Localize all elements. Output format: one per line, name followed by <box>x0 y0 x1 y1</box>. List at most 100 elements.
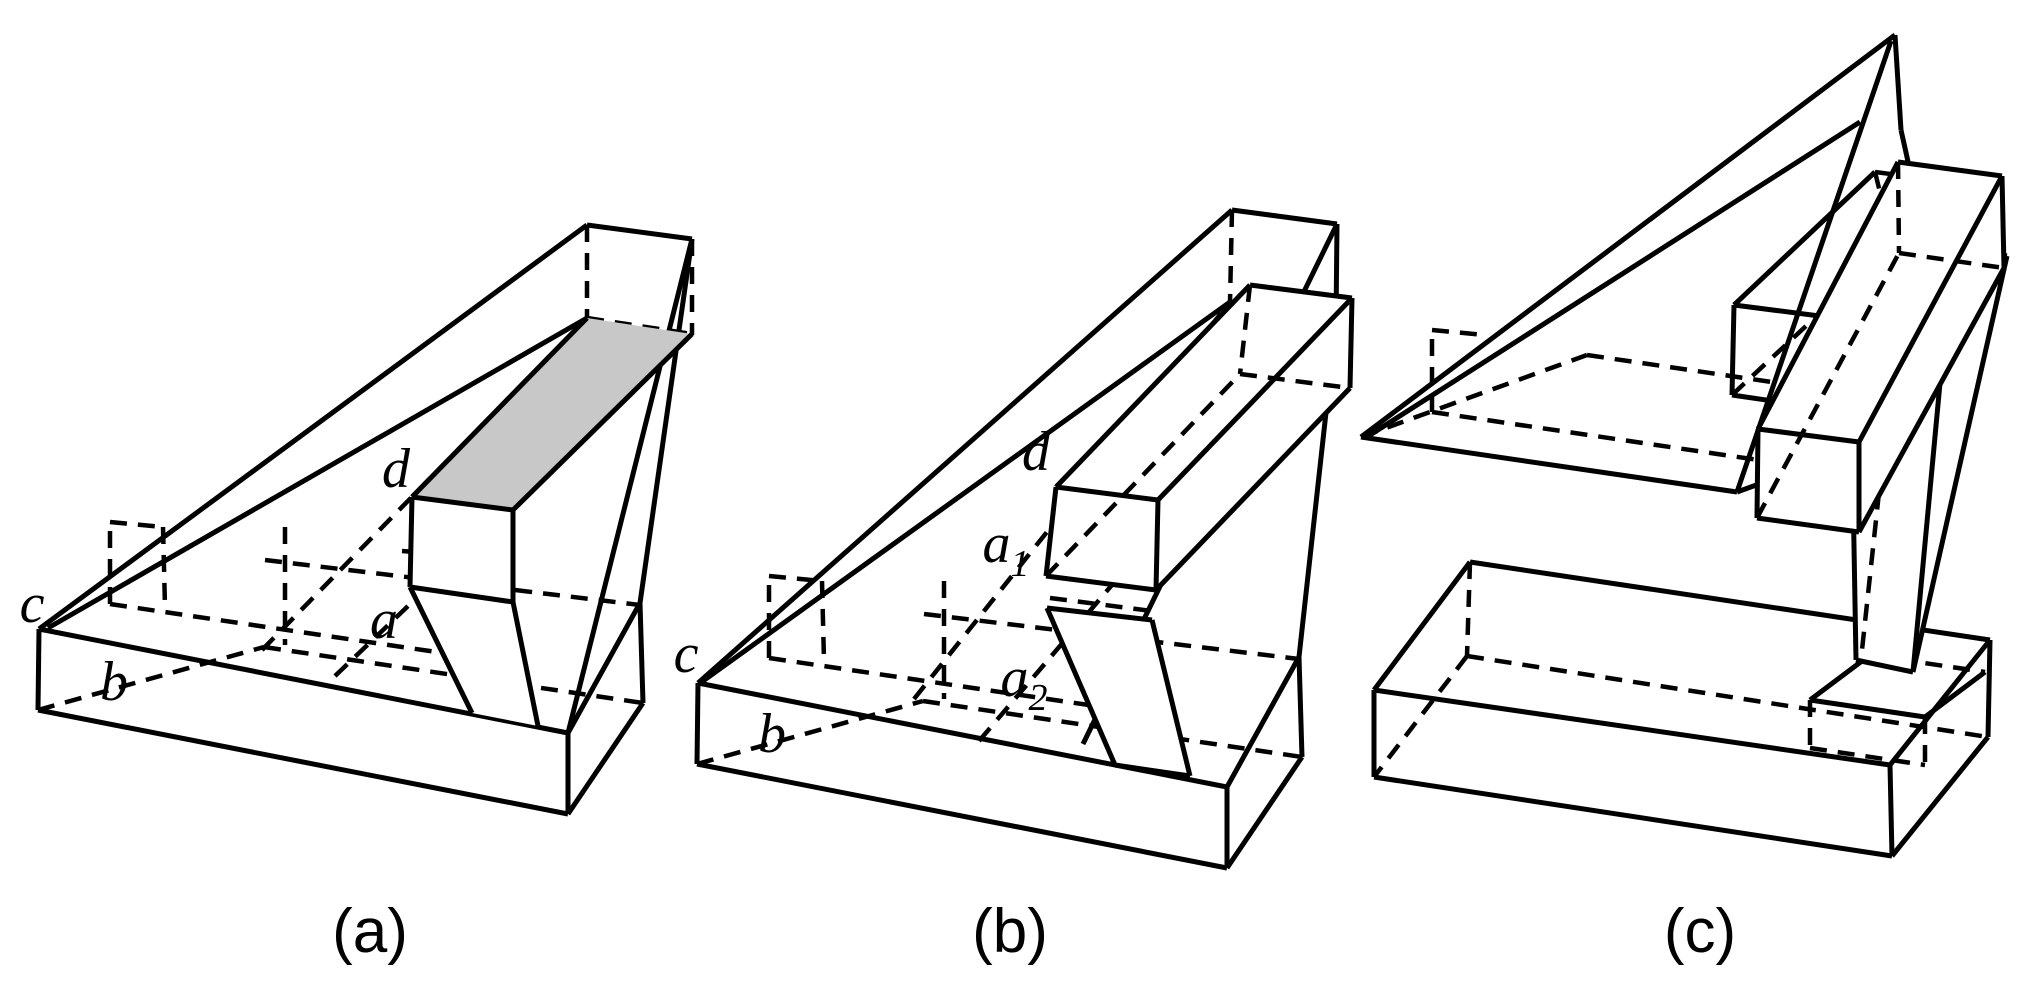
hidden-edge-line <box>109 519 164 530</box>
hidden-edge-line <box>1239 371 1351 391</box>
hidden-edge-line <box>1431 327 1486 338</box>
figure-a-rail-bar <box>407 316 694 727</box>
edge-line <box>1224 655 1302 789</box>
edge-line <box>37 222 589 632</box>
edge-line <box>1856 266 2007 534</box>
edge-line <box>1729 304 1737 396</box>
edge-line <box>1890 735 1990 858</box>
edge-line <box>637 238 695 604</box>
edge-line <box>586 222 693 242</box>
edge-line <box>1045 573 1157 593</box>
edge-label-b2: b <box>758 703 786 765</box>
figure-c-rail-bar <box>1754 159 2007 535</box>
edge-line <box>1296 656 1305 758</box>
edge-line <box>701 299 1232 684</box>
white-face <box>1757 162 2004 532</box>
white-face <box>1046 285 1352 590</box>
edge-line <box>1754 428 1761 519</box>
edge-line <box>1855 657 1914 675</box>
figure-b-block-a2 <box>1044 605 1193 779</box>
edge-line <box>1249 282 1353 301</box>
edge-label-c: c <box>20 573 45 635</box>
edge-line <box>38 626 569 736</box>
edge-line <box>46 315 589 631</box>
hidden-edge-line <box>922 698 1303 760</box>
edge-line <box>637 602 646 704</box>
white-face <box>1047 608 1190 776</box>
figure-b-lifted-bar-a1 <box>1043 282 1355 593</box>
hidden-edge-line <box>1898 250 2005 271</box>
edge-line <box>1809 697 1926 720</box>
edge-label-c2: c <box>674 623 699 685</box>
edge-line <box>1372 560 1472 692</box>
edge-line <box>1055 484 1159 503</box>
edge-line <box>1359 33 1897 439</box>
hidden-edge-line <box>1227 209 1235 303</box>
edge-line <box>1732 170 1877 307</box>
edge-line <box>1046 605 1153 623</box>
white-face <box>410 587 538 726</box>
hidden-edge-line <box>1809 745 1926 768</box>
hidden-edge-line <box>1755 251 1901 520</box>
figure-a-wedge <box>37 222 695 734</box>
edge-line <box>1923 670 1987 719</box>
edge-line <box>1360 434 1738 495</box>
white-face <box>410 497 513 602</box>
edge-line <box>37 707 569 817</box>
edge-line <box>1892 34 1904 131</box>
edge-line <box>1757 426 1860 445</box>
edge-line <box>565 238 695 734</box>
edge-line <box>1897 159 2003 179</box>
edge-line <box>1887 764 1895 857</box>
edge-line <box>565 701 646 816</box>
figure-a-caption: (a) <box>332 897 408 966</box>
hidden-edge-line <box>696 698 924 767</box>
hidden-edge-line <box>923 611 1300 662</box>
gray-top-face <box>412 318 692 510</box>
figure-b-base-slab <box>694 581 1305 871</box>
edge-line <box>1114 762 1191 779</box>
edge-line <box>1985 639 1993 738</box>
edge-line <box>1373 687 1891 768</box>
edge-label-b: b <box>100 651 128 713</box>
edge-label-a: a <box>370 589 398 651</box>
hidden-edge-line <box>37 644 265 713</box>
edge-line <box>1156 296 1354 502</box>
edge-line <box>411 494 514 513</box>
edge-line <box>35 628 42 711</box>
edge-line <box>565 601 643 735</box>
hidden-edge-line <box>768 655 1144 716</box>
hidden-edge-line <box>1044 372 1242 578</box>
hidden-edge-line <box>1431 409 1807 470</box>
figure-a: cb d a (a) <box>20 222 695 966</box>
edge-line <box>1153 499 1161 591</box>
edge-line <box>694 682 701 765</box>
edge-line <box>407 496 415 588</box>
hidden-edge-line <box>264 557 641 608</box>
edge-label-a1: a1 <box>983 513 1030 585</box>
figure-c: (c) <box>1359 33 2010 966</box>
figure-c-caption: (c) <box>1664 897 1736 966</box>
edge-line <box>1755 160 1901 431</box>
edge-line <box>1224 755 1305 870</box>
edge-label-d2: d <box>1022 421 1051 483</box>
edge-line <box>511 332 694 512</box>
edge-line <box>1347 297 1355 389</box>
edge-line <box>410 316 589 499</box>
edge-line <box>510 601 541 727</box>
hidden-edge-line <box>1895 161 1902 254</box>
edge-line <box>696 761 1228 871</box>
edge-line <box>696 208 1234 685</box>
hidden-edge-line <box>109 601 485 662</box>
edge-line <box>1054 283 1252 489</box>
hidden-edge-line <box>1360 352 1588 440</box>
edge-label-d: d <box>382 438 411 500</box>
edge-line <box>1368 119 1862 438</box>
edge-line <box>1149 619 1193 777</box>
edge-line <box>1856 174 2005 444</box>
hidden-edge-line <box>1464 561 1473 657</box>
edge-line <box>1231 207 1338 227</box>
edge-line <box>1043 486 1059 577</box>
